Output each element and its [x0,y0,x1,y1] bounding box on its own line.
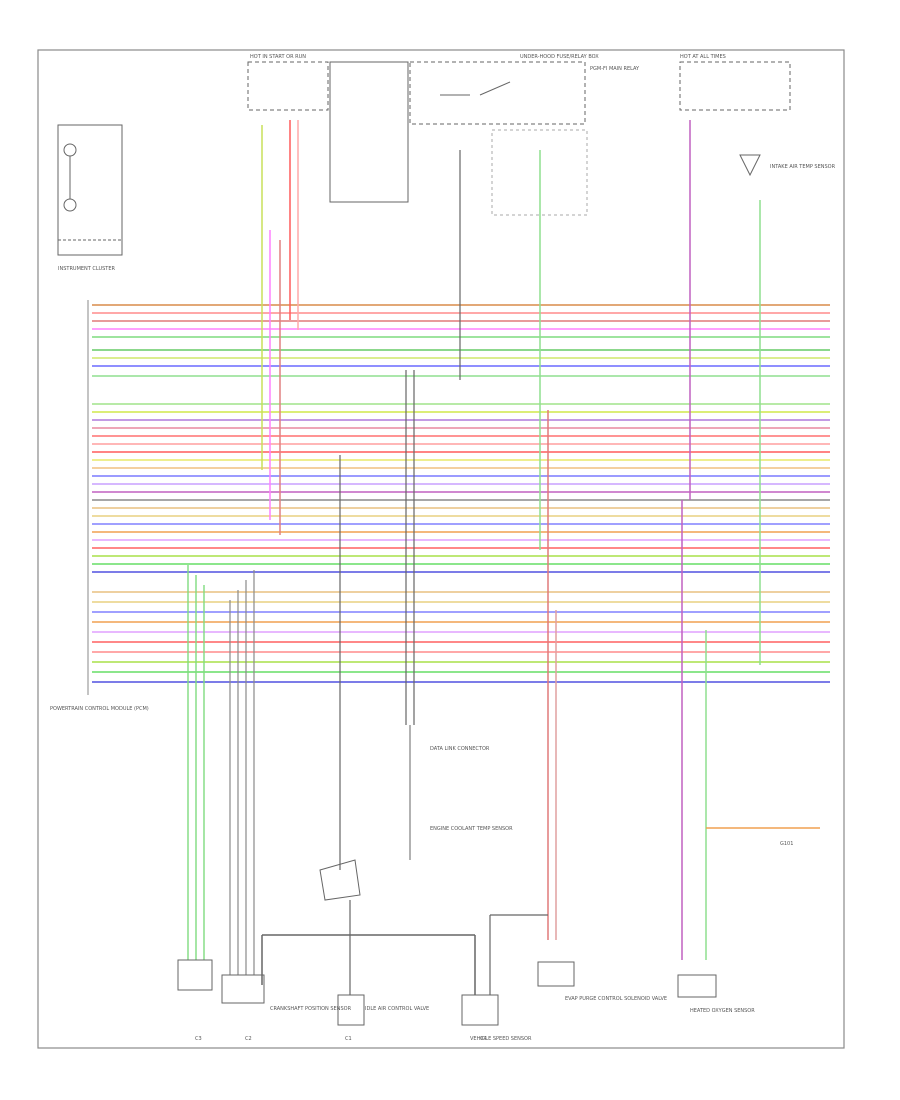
label-main-relay: PGM-FI MAIN RELAY [590,66,640,72]
label-hot-at-all-times: HOT AT ALL TIMES [680,54,726,60]
label-powertrain-module: POWERTRAIN CONTROL MODULE (PCM) [50,706,149,712]
connector-number-2: C2 [245,1036,252,1042]
connector-number-1: C3 [195,1036,202,1042]
label-crank: CRANKSHAFT POSITION SENSOR [270,1006,352,1012]
label-oxygen: HEATED OXYGEN SENSOR [690,1008,755,1014]
vertical-wires [187,120,820,995]
component-labels: INSTRUMENT CLUSTER POWERTRAIN CONTROL MO… [50,54,836,1042]
label-vss: VEHICLE SPEED SENSOR [470,1036,532,1042]
label-intake-air: INTAKE AIR TEMP SENSOR [770,164,836,170]
fuse-box-right [679,61,791,177]
label-instrument-cluster: INSTRUMENT CLUSTER [58,266,116,272]
label-iac: IDLE AIR CONTROL VALVE [365,1006,429,1012]
main-relay-box [409,61,588,216]
label-fuse-box: UNDER-HOOD FUSE/RELAY BOX [520,54,599,60]
wire-rows [92,304,830,683]
label-coolant: ENGINE COOLANT TEMP SENSOR [430,826,513,832]
connector-number-4: C4 [480,1036,487,1042]
label-data-link: DATA LINK CONNECTOR [430,746,490,752]
instrument-cluster [57,124,123,256]
label-evap: EVAP PURGE CONTROL SOLENOID VALVE [565,996,667,1002]
label-ground: G101 [780,841,793,847]
bottom-connectors [177,859,717,1026]
fuse-box-left [247,61,409,203]
label-hot-in-start: HOT IN START OR RUN [250,54,306,60]
diagram-frame [37,49,845,1049]
connector-number-3: C1 [345,1036,352,1042]
